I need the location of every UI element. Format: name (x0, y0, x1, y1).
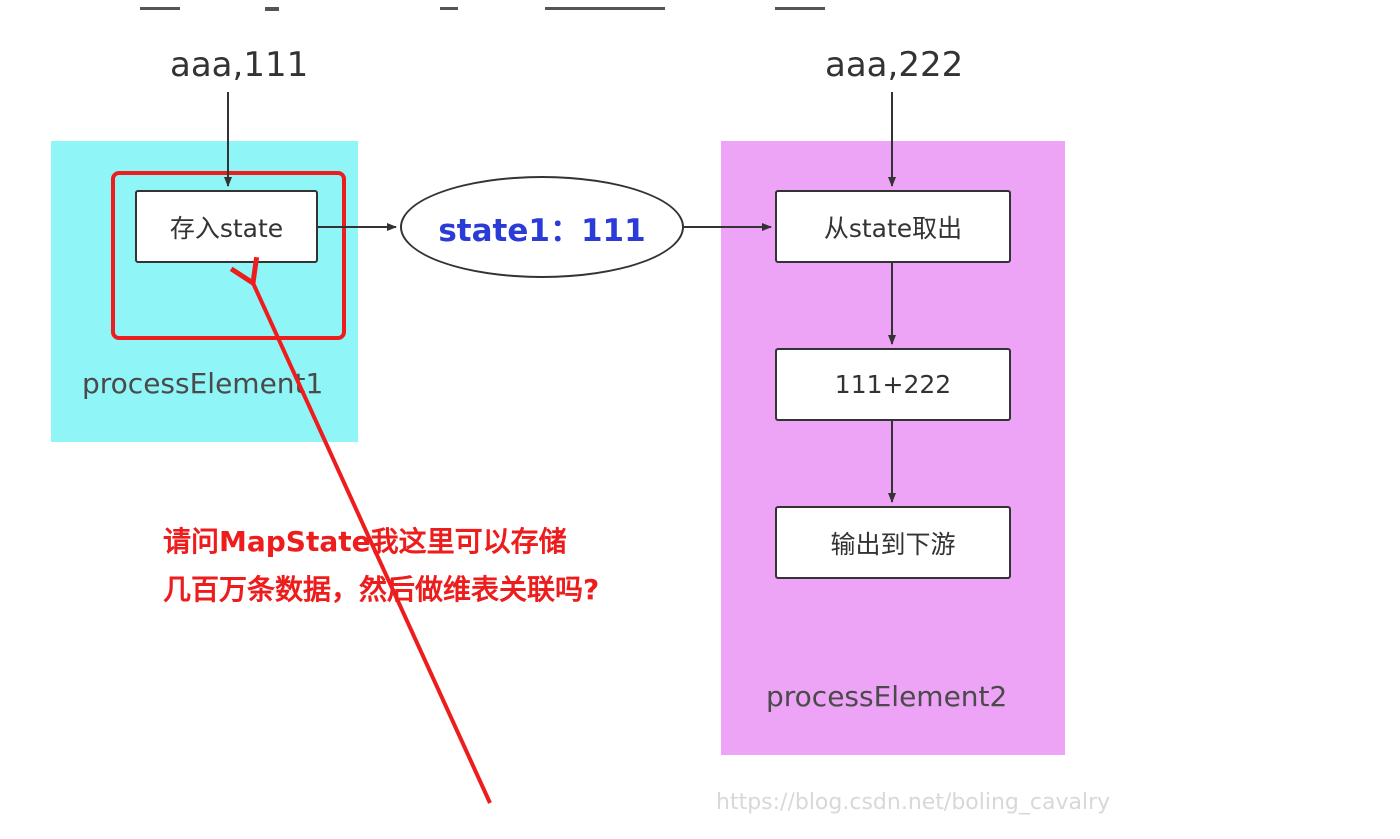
question-line-2: 几百万条数据，然后做维表关联吗? (163, 573, 600, 606)
sum-node: 111+222 (775, 348, 1011, 421)
watermark: https://blog.csdn.net/boling_cavalry (716, 790, 1111, 815)
store-state-node: 存入state (135, 190, 318, 263)
cropped-header-text (0, 0, 900, 11)
panel2-label: processElement2 (766, 680, 1008, 713)
panel1-label: processElement1 (82, 367, 324, 400)
input-right-label: aaa,222 (825, 45, 964, 85)
input-left-label: aaa,111 (170, 45, 309, 85)
question-annotation: 请问MapState我这里可以存储 几百万条数据，然后做维表关联吗? (163, 518, 599, 614)
fetch-state-node: 从state取出 (775, 190, 1011, 263)
output-node: 输出到下游 (775, 506, 1011, 579)
red-annotation-arrow (253, 283, 492, 804)
state-ellipse: state1：111 (400, 176, 684, 278)
